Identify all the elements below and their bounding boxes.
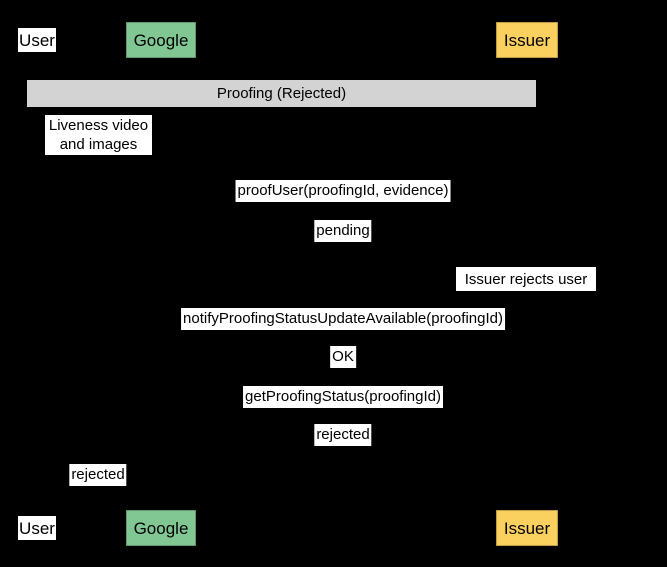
participant-google-top-label: Google xyxy=(133,30,189,50)
message-rejected-status: rejected xyxy=(314,424,372,446)
message-get-proofing-status: getProofingStatus(proofingId) xyxy=(243,386,443,408)
note-liveness-line1: Liveness video xyxy=(48,117,149,134)
participant-user-top-label: User xyxy=(19,30,55,50)
message-rejected-user-label: rejected xyxy=(71,466,125,483)
message-pending-label: pending xyxy=(316,222,370,239)
message-ok-label: OK xyxy=(332,348,354,365)
arrow-ok xyxy=(161,374,526,375)
message-ok: OK xyxy=(330,346,356,368)
participant-google-bottom-label: Google xyxy=(133,518,189,538)
message-rejected-user: rejected xyxy=(69,464,127,486)
note-liveness-video: Liveness video and images xyxy=(45,115,152,155)
message-pending: pending xyxy=(314,220,372,242)
participant-google-top[interactable]: Google xyxy=(126,22,196,58)
participant-issuer-bottom[interactable]: Issuer xyxy=(496,510,558,546)
note-liveness-line2: and images xyxy=(59,136,138,153)
group-header-proofing: Proofing (Rejected) xyxy=(27,80,536,107)
lifeline-user xyxy=(36,58,37,510)
participant-user-bottom[interactable]: User xyxy=(18,516,56,540)
message-notify-proofing-status-update-available: notifyProofingStatusUpdateAvailable(proo… xyxy=(181,308,505,330)
message-proof-user: proofUser(proofingId, evidence) xyxy=(235,180,451,202)
participant-user-bottom-label: User xyxy=(19,518,55,538)
message-notify-label: notifyProofingStatusUpdateAvailable(proo… xyxy=(183,310,503,327)
group-header-label: Proofing (Rejected) xyxy=(216,85,347,102)
message-rejected-status-label: rejected xyxy=(316,426,370,443)
message-get-proofing-status-label: getProofingStatus(proofingId) xyxy=(245,388,441,405)
arrow-notify xyxy=(161,336,526,337)
note-issuer-rejects-user: Issuer rejects user xyxy=(456,267,596,291)
lifeline-google xyxy=(161,58,162,510)
arrow-get-proofing-status xyxy=(161,414,526,415)
arrow-pending xyxy=(161,248,526,249)
arrow-rejected-user xyxy=(36,492,161,493)
participant-issuer-top-label: Issuer xyxy=(503,30,551,50)
participant-issuer-bottom-label: Issuer xyxy=(503,518,551,538)
arrow-proof-user xyxy=(161,208,526,209)
participant-user-top[interactable]: User xyxy=(18,28,56,52)
note-issuer-rejects-user-label: Issuer rejects user xyxy=(464,270,588,288)
message-proof-user-label: proofUser(proofingId, evidence) xyxy=(237,182,449,199)
participant-issuer-top[interactable]: Issuer xyxy=(496,22,558,58)
arrow-rejected-status xyxy=(161,452,526,453)
participant-google-bottom[interactable]: Google xyxy=(126,510,196,546)
